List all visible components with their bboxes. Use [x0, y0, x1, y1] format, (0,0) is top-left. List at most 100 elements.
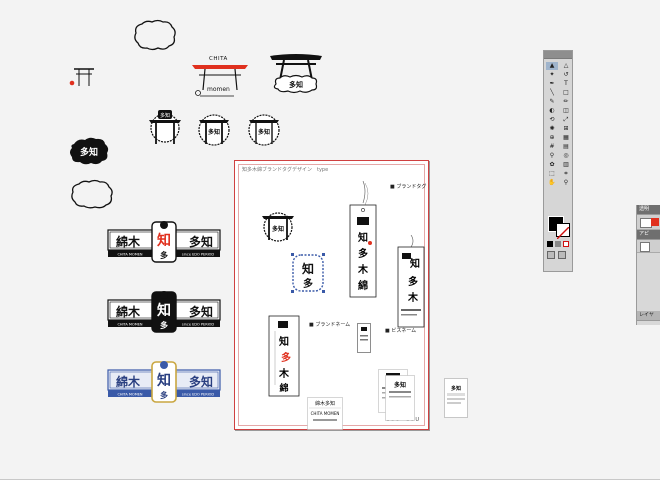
slice-icon[interactable]: ⌗	[564, 170, 568, 177]
banner-logo-red[interactable]: 綿木 多知 知 多 CHITA MOMEN since EDO PERIOD	[106, 220, 222, 264]
artboard[interactable]: 知多木綿ブランドタグデザイン type SOU・SOU ■ ブランドタグ ■ ブ…	[234, 160, 429, 430]
svg-text:多: 多	[358, 247, 368, 260]
svg-text:木: 木	[357, 263, 369, 276]
svg-text:since EDO PERIOD: since EDO PERIOD	[182, 253, 215, 257]
cloud-frame-shape-2[interactable]	[70, 178, 114, 210]
tab-layers[interactable]: レイヤ	[637, 311, 660, 321]
round-badge-logo-2[interactable]: 多知	[197, 110, 231, 148]
selection-arrow-icon[interactable]: ▲	[546, 62, 558, 70]
svg-text:多知: 多知	[451, 385, 461, 392]
svg-text:知: 知	[157, 372, 171, 389]
logo-kanji-text: 多知	[289, 80, 303, 89]
svg-text:CHITA MOMEN: CHITA MOMEN	[117, 393, 142, 397]
paintbrush-icon[interactable]: ✎	[549, 98, 555, 105]
tools-panel[interactable]: ▲ △ ✦ ↺ ✒ T ╲ □ ✎ ✏ ◐ ◫ ⟲ ⤢ ✺ ⊞ ⊕ ▦ # ▤ ⚲ ◎ ✿ ▥ ⬚ ⌗ ✋ ⚲	[543, 50, 573, 272]
line-icon[interactable]: ╲	[550, 89, 554, 96]
draw-mode-icon[interactable]	[547, 251, 555, 259]
warp-icon[interactable]: ✺	[549, 125, 555, 132]
svg-text:多: 多	[160, 390, 168, 400]
torii-cloud-logo[interactable]: 多知	[268, 50, 324, 98]
color-chip-icon	[651, 218, 659, 226]
free-transform-icon[interactable]: ⊞	[563, 125, 569, 132]
fill-mode-icon[interactable]	[547, 241, 553, 247]
business-card-2[interactable]: 多知	[385, 375, 415, 421]
svg-text:多知: 多知	[189, 374, 213, 389]
pencil-icon[interactable]: ✏	[563, 98, 569, 105]
gradient-mode-icon[interactable]	[555, 241, 561, 247]
perspective-grid-icon[interactable]: ▦	[563, 134, 569, 141]
svg-text:知: 知	[301, 261, 314, 276]
stroke-color-swatch[interactable]	[556, 223, 570, 240]
svg-text:綿: 綿	[358, 279, 368, 292]
gradient-icon[interactable]: ▤	[563, 143, 569, 150]
mesh-icon[interactable]: #	[549, 143, 555, 150]
svg-text:多知: 多知	[394, 381, 406, 389]
blob-brush-icon[interactable]: ◐	[549, 107, 555, 114]
label-business-card: ■ ビスネーム	[385, 328, 417, 334]
round-badge-logo-1[interactable]: 多知	[148, 108, 182, 148]
blend-icon[interactable]: ◎	[563, 152, 569, 159]
shape-builder-icon[interactable]: ⊕	[549, 134, 555, 141]
svg-text:知: 知	[278, 335, 289, 348]
artboard-icon[interactable]: ⬚	[549, 170, 555, 177]
cloud-frame-shape[interactable]	[132, 18, 178, 52]
tab-appearance[interactable]: アピ	[637, 230, 660, 240]
small-name-tag[interactable]	[357, 323, 371, 353]
svg-text:多知: 多知	[272, 225, 284, 233]
appearance-panel-body	[637, 240, 660, 253]
svg-text:since EDO PERIOD: since EDO PERIOD	[182, 393, 215, 397]
hang-tag-1[interactable]: 知 多 木 綿	[347, 181, 379, 299]
bottom-label-card[interactable]: 綿木多知 CHITA MOMEN	[307, 397, 343, 431]
svg-text:知: 知	[157, 302, 171, 319]
pen-icon[interactable]: ✒	[549, 80, 555, 87]
eyedropper-icon[interactable]: ⚲	[549, 152, 555, 159]
zoom-icon[interactable]: ⚲	[563, 179, 569, 186]
svg-text:綿: 綿	[279, 382, 288, 394]
tools-panel-header[interactable]	[544, 51, 572, 59]
torii-mark-icon[interactable]	[68, 66, 98, 88]
symbol-sprayer-icon[interactable]: ✿	[549, 161, 555, 168]
svg-text:CHITA MOMEN: CHITA MOMEN	[117, 323, 142, 327]
none-mode-icon[interactable]	[563, 241, 569, 247]
brand-name-label[interactable]: 知 多 木 綿	[268, 315, 300, 397]
banner-logo-blue[interactable]: 綿木 多知 知 多 CHITA MOMEN since EDO PERIOD	[106, 360, 222, 404]
svg-text:多知: 多知	[160, 112, 170, 119]
panel-empty-area	[637, 253, 660, 311]
selected-shiru-logo[interactable]: 知 多	[291, 253, 325, 293]
svg-text:多知: 多知	[80, 146, 98, 158]
svg-text:知: 知	[157, 232, 171, 249]
artboard-torii-badge[interactable]: 多知	[260, 207, 296, 243]
docked-panels[interactable]: 透明 アピ レイヤ	[636, 205, 660, 325]
transparency-panel-body	[637, 215, 660, 230]
direct-select-icon[interactable]: △	[563, 62, 569, 69]
red-torii-icon	[192, 65, 248, 97]
rectangle-icon[interactable]: □	[563, 89, 569, 96]
svg-text:綿木: 綿木	[116, 304, 141, 319]
magic-wand-icon[interactable]: ✦	[549, 71, 555, 78]
svg-text:木: 木	[278, 367, 290, 380]
black-cloud-badge[interactable]: 多知	[68, 136, 110, 166]
svg-text:CHITA MOMEN: CHITA MOMEN	[311, 411, 340, 416]
round-badge-logo-3[interactable]: 多知	[247, 110, 281, 148]
svg-text:多知: 多知	[208, 128, 220, 136]
label-brand-tag: ■ ブランドタグ	[390, 184, 427, 190]
svg-text:since EDO PERIOD: since EDO PERIOD	[182, 323, 215, 327]
label-brand-name: ■ ブランドネーム	[309, 322, 351, 328]
business-card-preview[interactable]: 多知	[444, 378, 468, 418]
scale-icon[interactable]: ⤢	[563, 116, 569, 123]
lasso-icon[interactable]: ↺	[563, 71, 569, 78]
type-icon[interactable]: T	[564, 80, 568, 87]
eraser-icon[interactable]: ◫	[563, 107, 569, 114]
chita-momen-logo[interactable]: CHITA momen	[190, 56, 250, 100]
hang-tag-2[interactable]: 知 多 木	[395, 235, 427, 329]
rotate-icon[interactable]: ⟲	[549, 116, 555, 123]
tab-transparency[interactable]: 透明	[637, 205, 660, 215]
chita-text: CHITA	[209, 56, 228, 62]
svg-text:綿木: 綿木	[116, 234, 141, 249]
column-graph-icon[interactable]: ▥	[563, 161, 569, 168]
screen-mode-icon[interactable]	[558, 251, 566, 259]
hand-icon[interactable]: ✋	[548, 179, 556, 186]
svg-text:多: 多	[408, 275, 418, 288]
banner-logo-black[interactable]: 綿木 多知 知 多 CHITA MOMEN since EDO PERIOD	[106, 290, 222, 334]
